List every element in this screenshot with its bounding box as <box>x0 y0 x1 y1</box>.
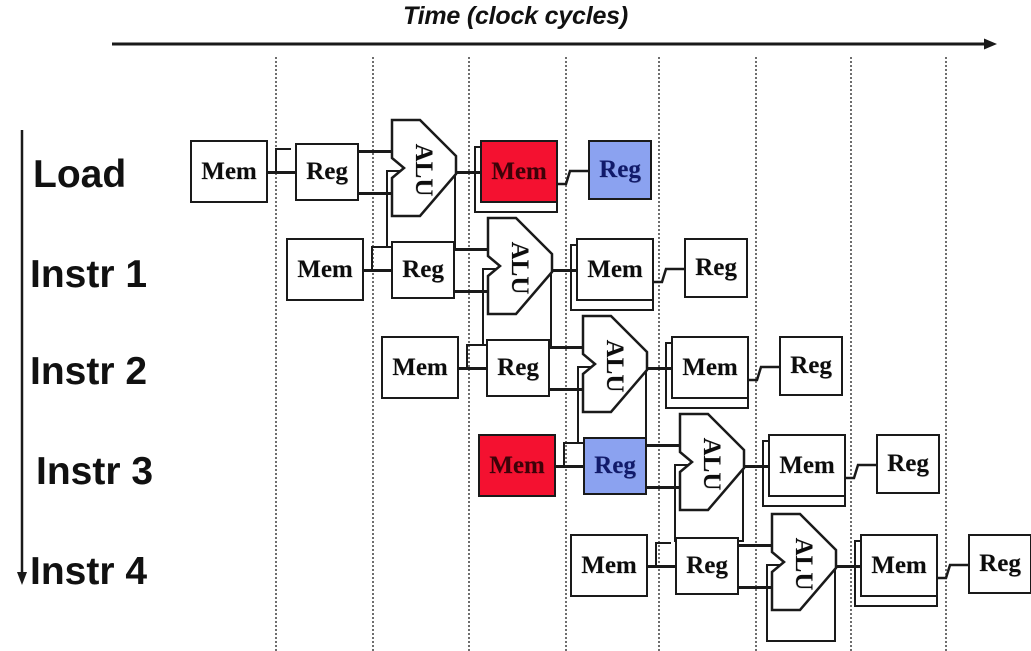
wire-instr-3-mem-to-reg <box>556 465 586 468</box>
clock-cycle-line-4 <box>565 57 567 651</box>
stage-box-instr-2-mem-access[interactable]: Mem <box>671 336 749 399</box>
wire-instr-3-reg-alu-a <box>647 444 681 447</box>
stage-box-instr-2-reg-writeback[interactable]: Reg <box>779 336 843 396</box>
stage-box-instr-3-reg-writeback[interactable]: Reg <box>876 434 940 494</box>
instruction-axis-arrow <box>17 130 27 585</box>
wire-instr-2-reg-alu-b <box>550 388 584 391</box>
wire-load-alu-to-mem <box>452 171 482 174</box>
wire-instr-3-reg-alu-b <box>647 486 681 489</box>
alu-shape-instr-3[interactable]: ALU <box>678 412 746 512</box>
wire-instr-4-reg-alu-b <box>739 586 773 589</box>
stage-box-instr-4-reg-writeback[interactable]: Reg <box>968 534 1031 594</box>
alu-label-instr-4: ALU <box>790 537 817 591</box>
wire-instr-4-alu-to-mem <box>832 565 862 568</box>
wire-instr-3-mem-to-writeback <box>844 463 878 480</box>
clock-cycle-line-6 <box>755 57 757 651</box>
clock-cycle-line-7 <box>850 57 852 651</box>
alu-shape-instr-1[interactable]: ALU <box>486 216 554 316</box>
wire-instr-1-mem-to-writeback <box>652 267 686 284</box>
wire-instr-4-mem-to-reg <box>648 565 678 568</box>
stage-box-instr-2-mem-fetch[interactable]: Mem <box>381 336 459 399</box>
alu-label-instr-3: ALU <box>698 437 725 491</box>
alu-shape-instr-2[interactable]: ALU <box>581 314 649 414</box>
wire-instr-2-mem-to-reg <box>459 367 489 370</box>
row-label-instr-2: Instr 2 <box>30 350 148 393</box>
clock-cycle-line-1 <box>275 57 277 651</box>
wire-instr-2-mem-to-writeback <box>747 365 781 382</box>
wire-instr-1-reg-alu-b <box>455 290 489 293</box>
stage-box-instr-1-reg-decode[interactable]: Reg <box>391 241 455 299</box>
stage-box-instr-3-mem-fetch[interactable]: Mem <box>478 434 556 497</box>
time-axis-arrow <box>112 38 997 50</box>
clock-cycle-line-3 <box>468 57 470 651</box>
alu-label-load: ALU <box>410 143 437 197</box>
wire-instr-3-alu-to-mem <box>740 465 770 468</box>
clock-cycle-line-2 <box>372 57 374 651</box>
wire-instr-2-reg-alu-a <box>550 346 584 349</box>
clock-cycle-line-8 <box>945 57 947 651</box>
wire-instr-1-alu-to-mem <box>548 269 578 272</box>
stage-box-instr-2-reg-decode[interactable]: Reg <box>486 339 550 397</box>
alu-shape-instr-4[interactable]: ALU <box>770 512 838 612</box>
stage-box-instr-1-reg-writeback[interactable]: Reg <box>684 238 748 298</box>
wire-load-reg-alu-b <box>359 192 393 195</box>
stage-box-instr-1-mem-fetch[interactable]: Mem <box>286 238 364 301</box>
stage-box-instr-4-reg-decode[interactable]: Reg <box>675 537 739 595</box>
wire-load-mem-to-reg <box>268 171 298 174</box>
wire-instr-4-mem-to-writeback <box>936 563 970 580</box>
wire-instr-1-mem-to-reg <box>364 269 394 272</box>
alu-label-instr-2: ALU <box>601 339 628 393</box>
wire-load-reg-alu-a <box>359 150 393 153</box>
row-label-instr-1: Instr 1 <box>30 253 148 296</box>
wire-instr-2-alu-to-mem <box>643 367 673 370</box>
row-label-instr-3: Instr 3 <box>36 450 154 493</box>
page-title: Time (clock cycles) <box>402 2 629 30</box>
stage-box-instr-3-mem-access[interactable]: Mem <box>768 434 846 497</box>
row-label-instr-4: Instr 4 <box>30 550 148 593</box>
wire-instr-4-reg-alu-a <box>739 544 773 547</box>
stage-box-instr-4-mem-fetch[interactable]: Mem <box>570 534 648 597</box>
alu-label-instr-1: ALU <box>506 241 533 295</box>
alu-shape-load[interactable]: ALU <box>390 118 458 218</box>
stage-box-instr-1-mem-access[interactable]: Mem <box>576 238 654 301</box>
wire-instr-1-reg-alu-a <box>455 248 489 251</box>
clock-cycle-line-5 <box>658 57 660 651</box>
stage-box-load-reg-writeback[interactable]: Reg <box>588 140 652 200</box>
stage-box-instr-4-mem-access[interactable]: Mem <box>860 534 938 597</box>
stage-box-load-reg-decode[interactable]: Reg <box>295 143 359 201</box>
stage-box-instr-3-reg-decode[interactable]: Reg <box>583 437 647 495</box>
stage-box-load-mem-access[interactable]: Mem <box>480 140 558 203</box>
row-label-load: Load <box>33 153 127 196</box>
stage-box-load-mem-fetch[interactable]: Mem <box>190 140 268 203</box>
wire-load-mem-to-writeback <box>556 169 590 186</box>
